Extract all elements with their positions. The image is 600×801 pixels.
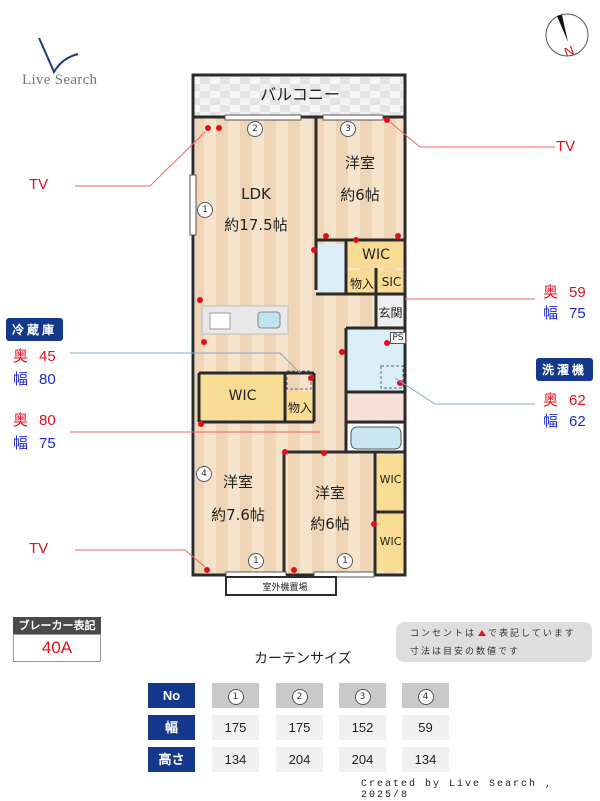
ps-label: PS [390, 332, 406, 344]
curtain-height-cell: 204 [339, 747, 386, 772]
bedroom-s-name: 洋室 [314, 484, 345, 502]
wic-label-4: WIC [379, 535, 402, 548]
compass-icon: N [545, 13, 589, 60]
row-header-height: 高さ [148, 747, 195, 772]
floor-plan [70, 73, 555, 596]
window-number-1b: 1 [248, 553, 264, 569]
bedroom-s-size: 約6帖 [310, 515, 350, 533]
washer-badge: 洗濯機 [536, 358, 594, 381]
curtain-no-cell: 3 [339, 683, 386, 708]
curtain-width-cell: 59 [402, 715, 449, 740]
window-number-4: 4 [196, 466, 212, 482]
sic-label: SIC [381, 275, 402, 289]
curtain-height-cell: 134 [402, 747, 449, 772]
row-header-no: No [148, 683, 195, 708]
curtain-width-cell: 175 [212, 715, 259, 740]
curtain-no-cell: 2 [276, 683, 323, 708]
wic-label-1: WIC [362, 247, 390, 263]
curtain-no-cell: 1 [212, 683, 259, 708]
curtain-no-cell: 4 [402, 683, 449, 708]
breaker-label: ブレーカー表記 [13, 617, 101, 634]
breaker-value: 40A [13, 634, 101, 662]
row-header-width: 幅 [148, 715, 195, 740]
outlet-icon [478, 630, 487, 636]
fridge-badge: 冷蔵庫 [6, 318, 64, 341]
curtain-width-cell: 152 [339, 715, 386, 740]
tv-label-left-top: TV [29, 176, 49, 193]
storage-label-1: 物入 [349, 277, 374, 291]
wic-label-2: WIC [228, 388, 257, 404]
window-number-1c: 1 [337, 553, 353, 569]
entrance-label: 玄関 [378, 306, 403, 320]
curtain-height-cell: 134 [212, 747, 259, 772]
bedroom-nw-name: 洋室 [344, 154, 375, 172]
ldk-size: 約17.5帖 [224, 216, 288, 234]
storage-label-2: 物入 [287, 401, 312, 415]
window-number-1a: 1 [197, 202, 213, 218]
window-number-3: 3 [340, 121, 356, 137]
logo-mark-icon [38, 37, 79, 75]
curtain-width-cell: 175 [276, 715, 323, 740]
bedroom-sw-name: 洋室 [222, 473, 253, 491]
window-number-2: 2 [247, 121, 263, 137]
balcony-label: バルコニー [260, 85, 340, 104]
bedroom-nw-size: 約6帖 [340, 186, 380, 204]
wic-label-3: WIC [379, 473, 402, 486]
curtain-height-cell: 204 [276, 747, 323, 772]
ldk-name: LDK [241, 185, 271, 203]
tv-label-right-top: TV [556, 138, 576, 155]
tv-label-left-bottom: TV [29, 540, 49, 557]
bedroom-sw-size: 約7.6帖 [211, 506, 265, 524]
logo-text: Live Search [22, 72, 98, 88]
credit-text: Created by Live Search , 2025/8 [361, 779, 554, 801]
note-box: コンセントはで表記しています 寸法は目安の数値です [396, 622, 592, 662]
curtain-title: カーテンサイズ [254, 651, 352, 667]
outdoor-unit-label: 室外機置場 [255, 580, 315, 593]
